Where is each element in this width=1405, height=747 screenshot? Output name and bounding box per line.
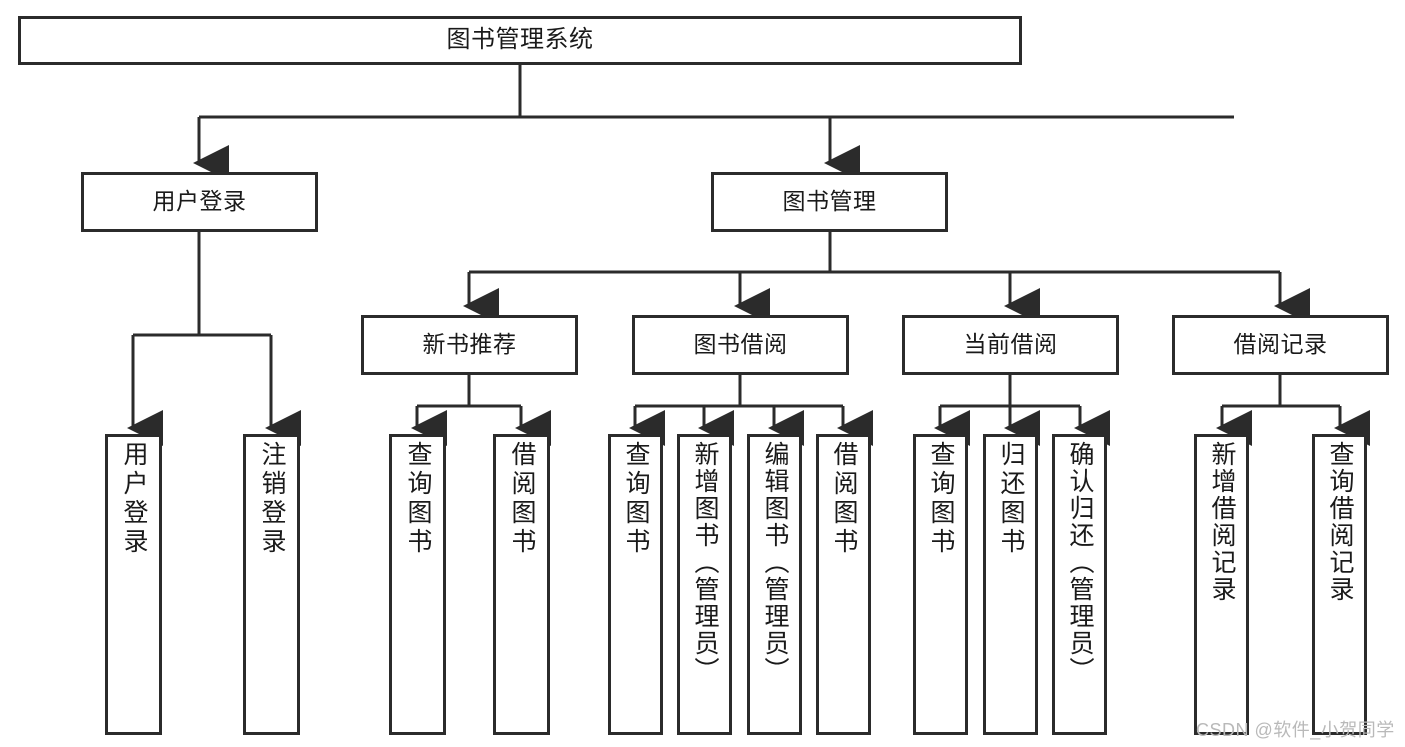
- leaf-current-confirm-return-label: 确认归还（管理员）: [1066, 441, 1094, 684]
- leaf-current-query-book-label: 查询图书: [927, 441, 955, 557]
- node-borrow-records[interactable]: 借阅记录: [1172, 315, 1389, 375]
- leaf-current-confirm-return[interactable]: 确认归还（管理员）: [1052, 434, 1107, 735]
- leaf-borrow-edit-book[interactable]: 编辑图书（管理员）: [747, 434, 802, 735]
- leaf-borrow-query-book[interactable]: 查询图书: [608, 434, 663, 735]
- node-current-borrow-label: 当前借阅: [963, 331, 1058, 358]
- leaf-records-query[interactable]: 查询借阅记录: [1312, 434, 1367, 735]
- leaf-user-login-label: 用户登录: [120, 441, 148, 557]
- leaf-newbook-borrow-book[interactable]: 借阅图书: [493, 434, 550, 735]
- node-book-borrow-label: 图书借阅: [693, 331, 788, 358]
- node-book-borrow[interactable]: 图书借阅: [632, 315, 849, 375]
- leaf-borrow-lend-book-label: 借阅图书: [830, 441, 858, 557]
- leaf-borrow-lend-book[interactable]: 借阅图书: [816, 434, 871, 735]
- leaf-records-add-label: 新增借阅记录: [1208, 441, 1236, 603]
- node-new-book-recommend[interactable]: 新书推荐: [361, 315, 578, 375]
- node-root-label: 图书管理系统: [446, 26, 594, 54]
- node-new-book-recommend-label: 新书推荐: [422, 331, 517, 358]
- csdn-watermark: CSDN @软件_小贺同学: [1196, 720, 1395, 740]
- leaf-borrow-add-book[interactable]: 新增图书（管理员）: [677, 434, 732, 735]
- leaf-records-add[interactable]: 新增借阅记录: [1194, 434, 1249, 735]
- node-root[interactable]: 图书管理系统: [18, 16, 1022, 65]
- leaf-borrow-query-book-label: 查询图书: [622, 441, 650, 557]
- node-book-management[interactable]: 图书管理: [711, 172, 948, 232]
- leaf-current-query-book[interactable]: 查询图书: [913, 434, 968, 735]
- leaf-records-query-label: 查询借阅记录: [1326, 441, 1354, 603]
- node-book-management-label: 图书管理: [782, 188, 877, 215]
- leaf-newbook-query-book[interactable]: 查询图书: [389, 434, 446, 735]
- leaf-newbook-query-book-label: 查询图书: [404, 441, 432, 557]
- leaf-user-logout[interactable]: 注销登录: [243, 434, 300, 735]
- leaf-user-logout-label: 注销登录: [258, 441, 286, 557]
- leaf-user-login[interactable]: 用户登录: [105, 434, 162, 735]
- leaf-borrow-add-book-label: 新增图书（管理员）: [691, 441, 719, 684]
- leaf-current-return-book-label: 归还图书: [997, 441, 1025, 557]
- leaf-borrow-edit-book-label: 编辑图书（管理员）: [761, 441, 789, 684]
- node-user-login-label: 用户登录: [152, 188, 247, 215]
- node-current-borrow[interactable]: 当前借阅: [902, 315, 1119, 375]
- node-user-login[interactable]: 用户登录: [81, 172, 318, 232]
- leaf-newbook-borrow-book-label: 借阅图书: [508, 441, 536, 557]
- leaf-current-return-book[interactable]: 归还图书: [983, 434, 1038, 735]
- node-borrow-records-label: 借阅记录: [1233, 331, 1328, 358]
